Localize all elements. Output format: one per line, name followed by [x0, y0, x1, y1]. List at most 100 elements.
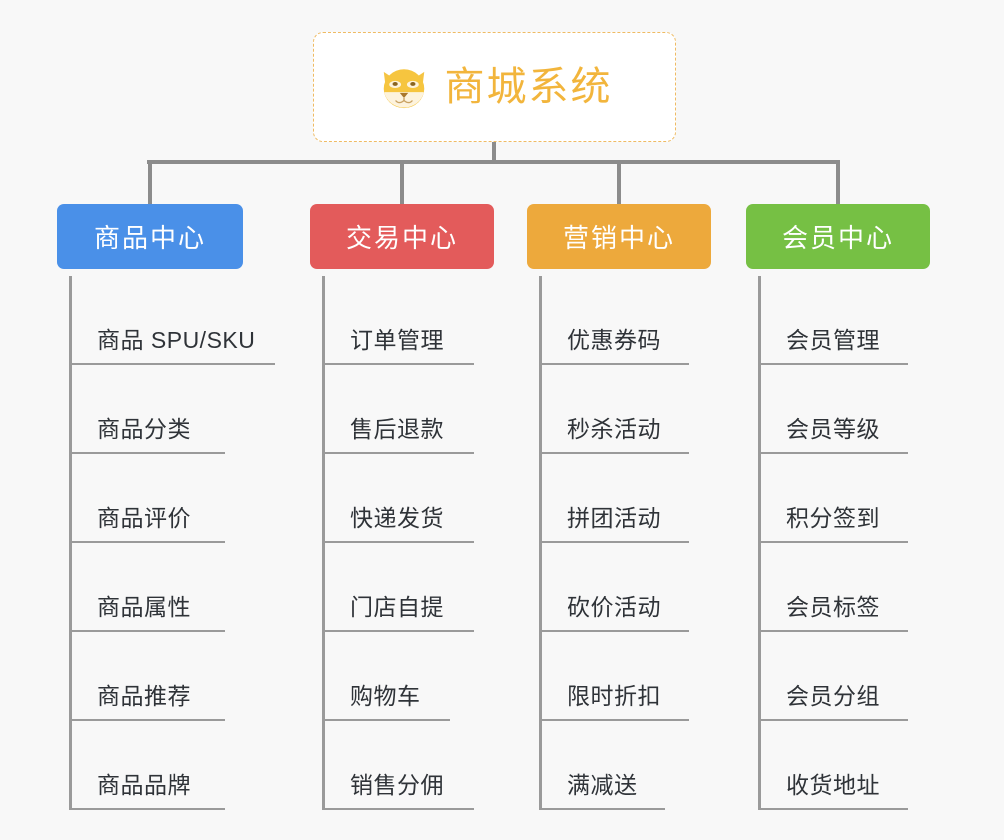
leaf-item-label: 快递发货 [350, 505, 444, 531]
leaf-item-label: 订单管理 [350, 327, 444, 353]
leaf-item-label: 商品评价 [97, 505, 191, 531]
column-product-center: 商品中心商品 SPU/SKU 商品分类商品评价商品属性商品推荐商品品牌 [57, 204, 275, 810]
shiba-dog-face-icon [383, 69, 424, 109]
leaf-list: 商品 SPU/SKU 商品分类商品评价商品属性商品推荐商品品牌 [57, 276, 275, 810]
leaf-item-label: 门店自提 [350, 594, 444, 620]
leaf-item-label: 优惠券码 [567, 327, 661, 353]
column-trunk-line [539, 276, 542, 810]
category-box-marketing-center[interactable]: 营销中心 [527, 204, 711, 269]
leaf-item[interactable]: 商品分类 [57, 365, 243, 454]
leaf-item[interactable]: 订单管理 [310, 276, 494, 365]
leaf-item[interactable]: 会员分组 [746, 632, 930, 721]
leaf-item-underline [69, 541, 225, 543]
leaf-item-underline [69, 363, 275, 365]
connector-drop-3 [617, 160, 621, 204]
connector-drop-4 [836, 160, 840, 204]
category-label: 营销中心 [562, 223, 675, 253]
leaf-item-underline [539, 808, 665, 810]
leaf-item-underline [69, 808, 225, 810]
leaf-item-underline [322, 719, 450, 721]
column-trade-center: 交易中心订单管理售后退款快递发货门店自提购物车销售分佣 [310, 204, 494, 810]
leaf-item-underline [758, 630, 908, 632]
leaf-item-label: 商品品牌 [97, 772, 191, 798]
leaf-item[interactable]: 砍价活动 [527, 543, 711, 632]
leaf-item-label: 购物车 [350, 683, 421, 709]
leaf-item-underline [539, 452, 689, 454]
leaf-item-underline [539, 630, 689, 632]
column-trunk-line [758, 276, 761, 810]
leaf-item[interactable]: 商品品牌 [57, 721, 243, 810]
leaf-item-underline [758, 808, 908, 810]
leaf-item-underline [322, 808, 474, 810]
leaf-item[interactable]: 收货地址 [746, 721, 930, 810]
leaf-list: 会员管理会员等级积分签到会员标签会员分组收货地址 [746, 276, 930, 810]
leaf-item-label: 商品属性 [97, 594, 191, 620]
leaf-item[interactable]: 快递发货 [310, 454, 494, 543]
connector-horizontal-bus [147, 160, 840, 164]
leaf-item-label: 会员分组 [786, 683, 880, 709]
leaf-item-label: 收货地址 [786, 772, 880, 798]
leaf-item-label: 会员等级 [786, 416, 880, 442]
category-label: 交易中心 [345, 223, 458, 253]
leaf-item[interactable]: 商品推荐 [57, 632, 243, 721]
leaf-item[interactable]: 积分签到 [746, 454, 930, 543]
category-box-trade-center[interactable]: 交易中心 [310, 204, 494, 269]
leaf-item-underline [69, 719, 225, 721]
leaf-item[interactable]: 优惠券码 [527, 276, 711, 365]
leaf-item[interactable]: 门店自提 [310, 543, 494, 632]
leaf-item-label: 会员管理 [786, 327, 880, 353]
leaf-item[interactable]: 拼团活动 [527, 454, 711, 543]
category-label: 商品中心 [93, 223, 206, 253]
leaf-item[interactable]: 会员等级 [746, 365, 930, 454]
leaf-item-label: 会员标签 [786, 594, 880, 620]
leaf-item[interactable]: 售后退款 [310, 365, 494, 454]
leaf-list: 优惠券码秒杀活动拼团活动砍价活动限时折扣满减送 [527, 276, 711, 810]
leaf-item-underline [539, 363, 689, 365]
leaf-item[interactable]: 会员标签 [746, 543, 930, 632]
leaf-item-underline [758, 541, 908, 543]
leaf-item-label: 满减送 [567, 772, 638, 798]
leaf-item[interactable]: 商品 SPU/SKU [57, 276, 275, 365]
column-trunk-line [69, 276, 72, 810]
connector-drop-1 [148, 160, 152, 204]
leaf-item-label: 积分签到 [786, 505, 880, 531]
leaf-item[interactable]: 商品属性 [57, 543, 243, 632]
leaf-item-label: 商品推荐 [97, 683, 191, 709]
leaf-item-underline [322, 363, 474, 365]
leaf-item[interactable]: 秒杀活动 [527, 365, 711, 454]
column-marketing-center: 营销中心优惠券码秒杀活动拼团活动砍价活动限时折扣满减送 [527, 204, 711, 810]
category-label: 会员中心 [781, 223, 894, 253]
leaf-item-underline [758, 719, 908, 721]
root-node-card[interactable]: 商城系统 [313, 32, 676, 142]
leaf-item[interactable]: 商品评价 [57, 454, 243, 543]
leaf-item-label: 销售分佣 [350, 772, 444, 798]
leaf-item-label: 售后退款 [350, 416, 444, 442]
column-trunk-line [322, 276, 325, 810]
leaf-item[interactable]: 满减送 [527, 721, 711, 810]
leaf-item-underline [322, 541, 474, 543]
leaf-item[interactable]: 限时折扣 [527, 632, 711, 721]
leaf-item-label: 拼团活动 [567, 505, 661, 531]
leaf-item-underline [69, 630, 225, 632]
leaf-item[interactable]: 会员管理 [746, 276, 930, 365]
leaf-item[interactable]: 销售分佣 [310, 721, 494, 810]
leaf-item-underline [322, 630, 474, 632]
leaf-item[interactable]: 购物车 [310, 632, 494, 721]
leaf-item-label: 限时折扣 [567, 683, 661, 709]
leaf-item-label: 秒杀活动 [567, 416, 661, 442]
leaf-item-underline [539, 719, 689, 721]
leaf-item-underline [322, 452, 474, 454]
connector-root-stem [492, 142, 496, 164]
leaf-item-underline [758, 363, 908, 365]
leaf-list: 订单管理售后退款快递发货门店自提购物车销售分佣 [310, 276, 494, 810]
leaf-item-label: 商品分类 [97, 416, 191, 442]
category-box-member-center[interactable]: 会员中心 [746, 204, 930, 269]
leaf-item-label: 商品 SPU/SKU [97, 327, 256, 353]
root-node-label: 商城系统 [444, 65, 613, 109]
leaf-item-underline [758, 452, 908, 454]
category-box-product-center[interactable]: 商品中心 [57, 204, 243, 269]
leaf-item-underline [69, 452, 225, 454]
column-member-center: 会员中心会员管理会员等级积分签到会员标签会员分组收货地址 [746, 204, 930, 810]
leaf-item-underline [539, 541, 689, 543]
